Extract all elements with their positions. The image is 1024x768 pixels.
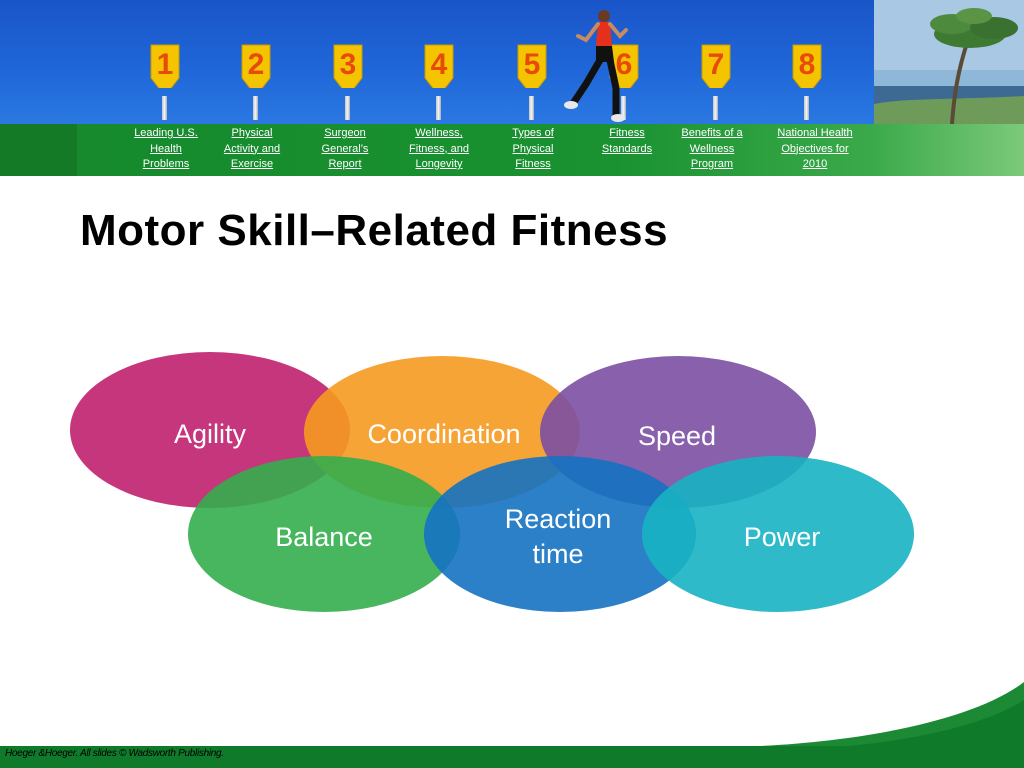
marker-sign-icon [792, 44, 822, 88]
slide-title: Motor Skill–Related Fitness [80, 206, 669, 255]
section-marker-6[interactable]: 6 [609, 44, 639, 122]
marker-post [621, 96, 626, 120]
nav-link-line: Fitness, and [409, 142, 469, 155]
marker-sign-icon [701, 44, 731, 88]
marker-post [345, 96, 350, 120]
marker-post [162, 96, 167, 120]
nav-link-line: Objectives for [781, 142, 849, 155]
marker-post [436, 96, 441, 120]
marker-number: 8 [798, 48, 816, 81]
marker-post [713, 96, 718, 120]
section-marker-8[interactable]: 8 [792, 44, 822, 122]
nav-link-line: Longevity [415, 158, 463, 170]
nav-link-line: 2010 [802, 158, 828, 170]
nav-link-line: Fitness [609, 127, 645, 139]
nav-link-line: Wellness, [415, 127, 463, 139]
nav-link-line: Physical [512, 142, 554, 155]
marker-number: 7 [707, 48, 725, 81]
nav-link-line: Health [150, 142, 182, 155]
nav-link-line: Types of [512, 127, 554, 139]
component-label: time [532, 539, 583, 569]
component-label: Speed [638, 421, 716, 451]
marker-post [529, 96, 534, 120]
nav-link-line: Exercise [230, 158, 274, 170]
marker-number: 5 [523, 48, 541, 81]
nav-link-line: Fitness [515, 158, 551, 170]
marker-number: 2 [247, 48, 265, 81]
marker-sign-icon [150, 44, 180, 88]
component-label: Coordination [367, 419, 520, 449]
nav-link-line: Wellness [689, 142, 735, 155]
component-ellipse-balance [188, 456, 460, 612]
nav-link-line: Physical [231, 127, 273, 139]
marker-number: 3 [339, 48, 357, 81]
section-marker-1[interactable]: 1 [150, 44, 180, 122]
component-label: Agility [174, 419, 247, 449]
nav-link-line: Report [328, 158, 362, 170]
nav-link-line: Leading U.S. [134, 127, 198, 139]
marker-post [804, 96, 809, 120]
section-marker-3[interactable]: 3 [333, 44, 363, 122]
marker-sign-icon [517, 44, 547, 88]
nav-link-line: Surgeon [324, 127, 366, 139]
marker-sign-icon [424, 44, 454, 88]
header-banner [0, 0, 1024, 124]
component-ellipse-reaction-time [424, 456, 696, 612]
section-marker-5[interactable]: 5 [517, 44, 547, 122]
component-label: Reaction [505, 504, 612, 534]
footer-credit: Hoeger &Hoeger. All slides © Wadsworth P… [5, 748, 224, 759]
marker-number: 1 [156, 48, 174, 81]
nav-link-line: Program [690, 158, 734, 170]
navigation-bar [0, 124, 1024, 176]
marker-number: 6 [615, 48, 633, 81]
section-marker-2[interactable]: 2 [241, 44, 271, 122]
section-marker-7[interactable]: 7 [701, 44, 731, 122]
nav-link-line: Benefits of a [681, 127, 743, 139]
footer-bar [0, 746, 1024, 768]
palm-tree-scene-image [874, 0, 1024, 124]
marker-sign-icon [333, 44, 363, 88]
marker-number: 4 [430, 48, 448, 81]
navigation-bar-left-block [0, 124, 77, 176]
component-ellipse-power [642, 456, 914, 612]
component-label: Balance [275, 522, 373, 552]
nav-link-line: Problems [142, 158, 190, 170]
nav-link-line: General’s [321, 142, 369, 155]
component-label: Power [744, 522, 821, 552]
nav-link-line: Activity and [223, 142, 281, 155]
section-marker-4[interactable]: 4 [424, 44, 454, 122]
marker-post [253, 96, 258, 120]
nav-link-line: Standards [601, 142, 653, 155]
nav-link-line: National Health [777, 127, 853, 139]
marker-sign-icon [241, 44, 271, 88]
runner-illustration [564, 10, 628, 122]
